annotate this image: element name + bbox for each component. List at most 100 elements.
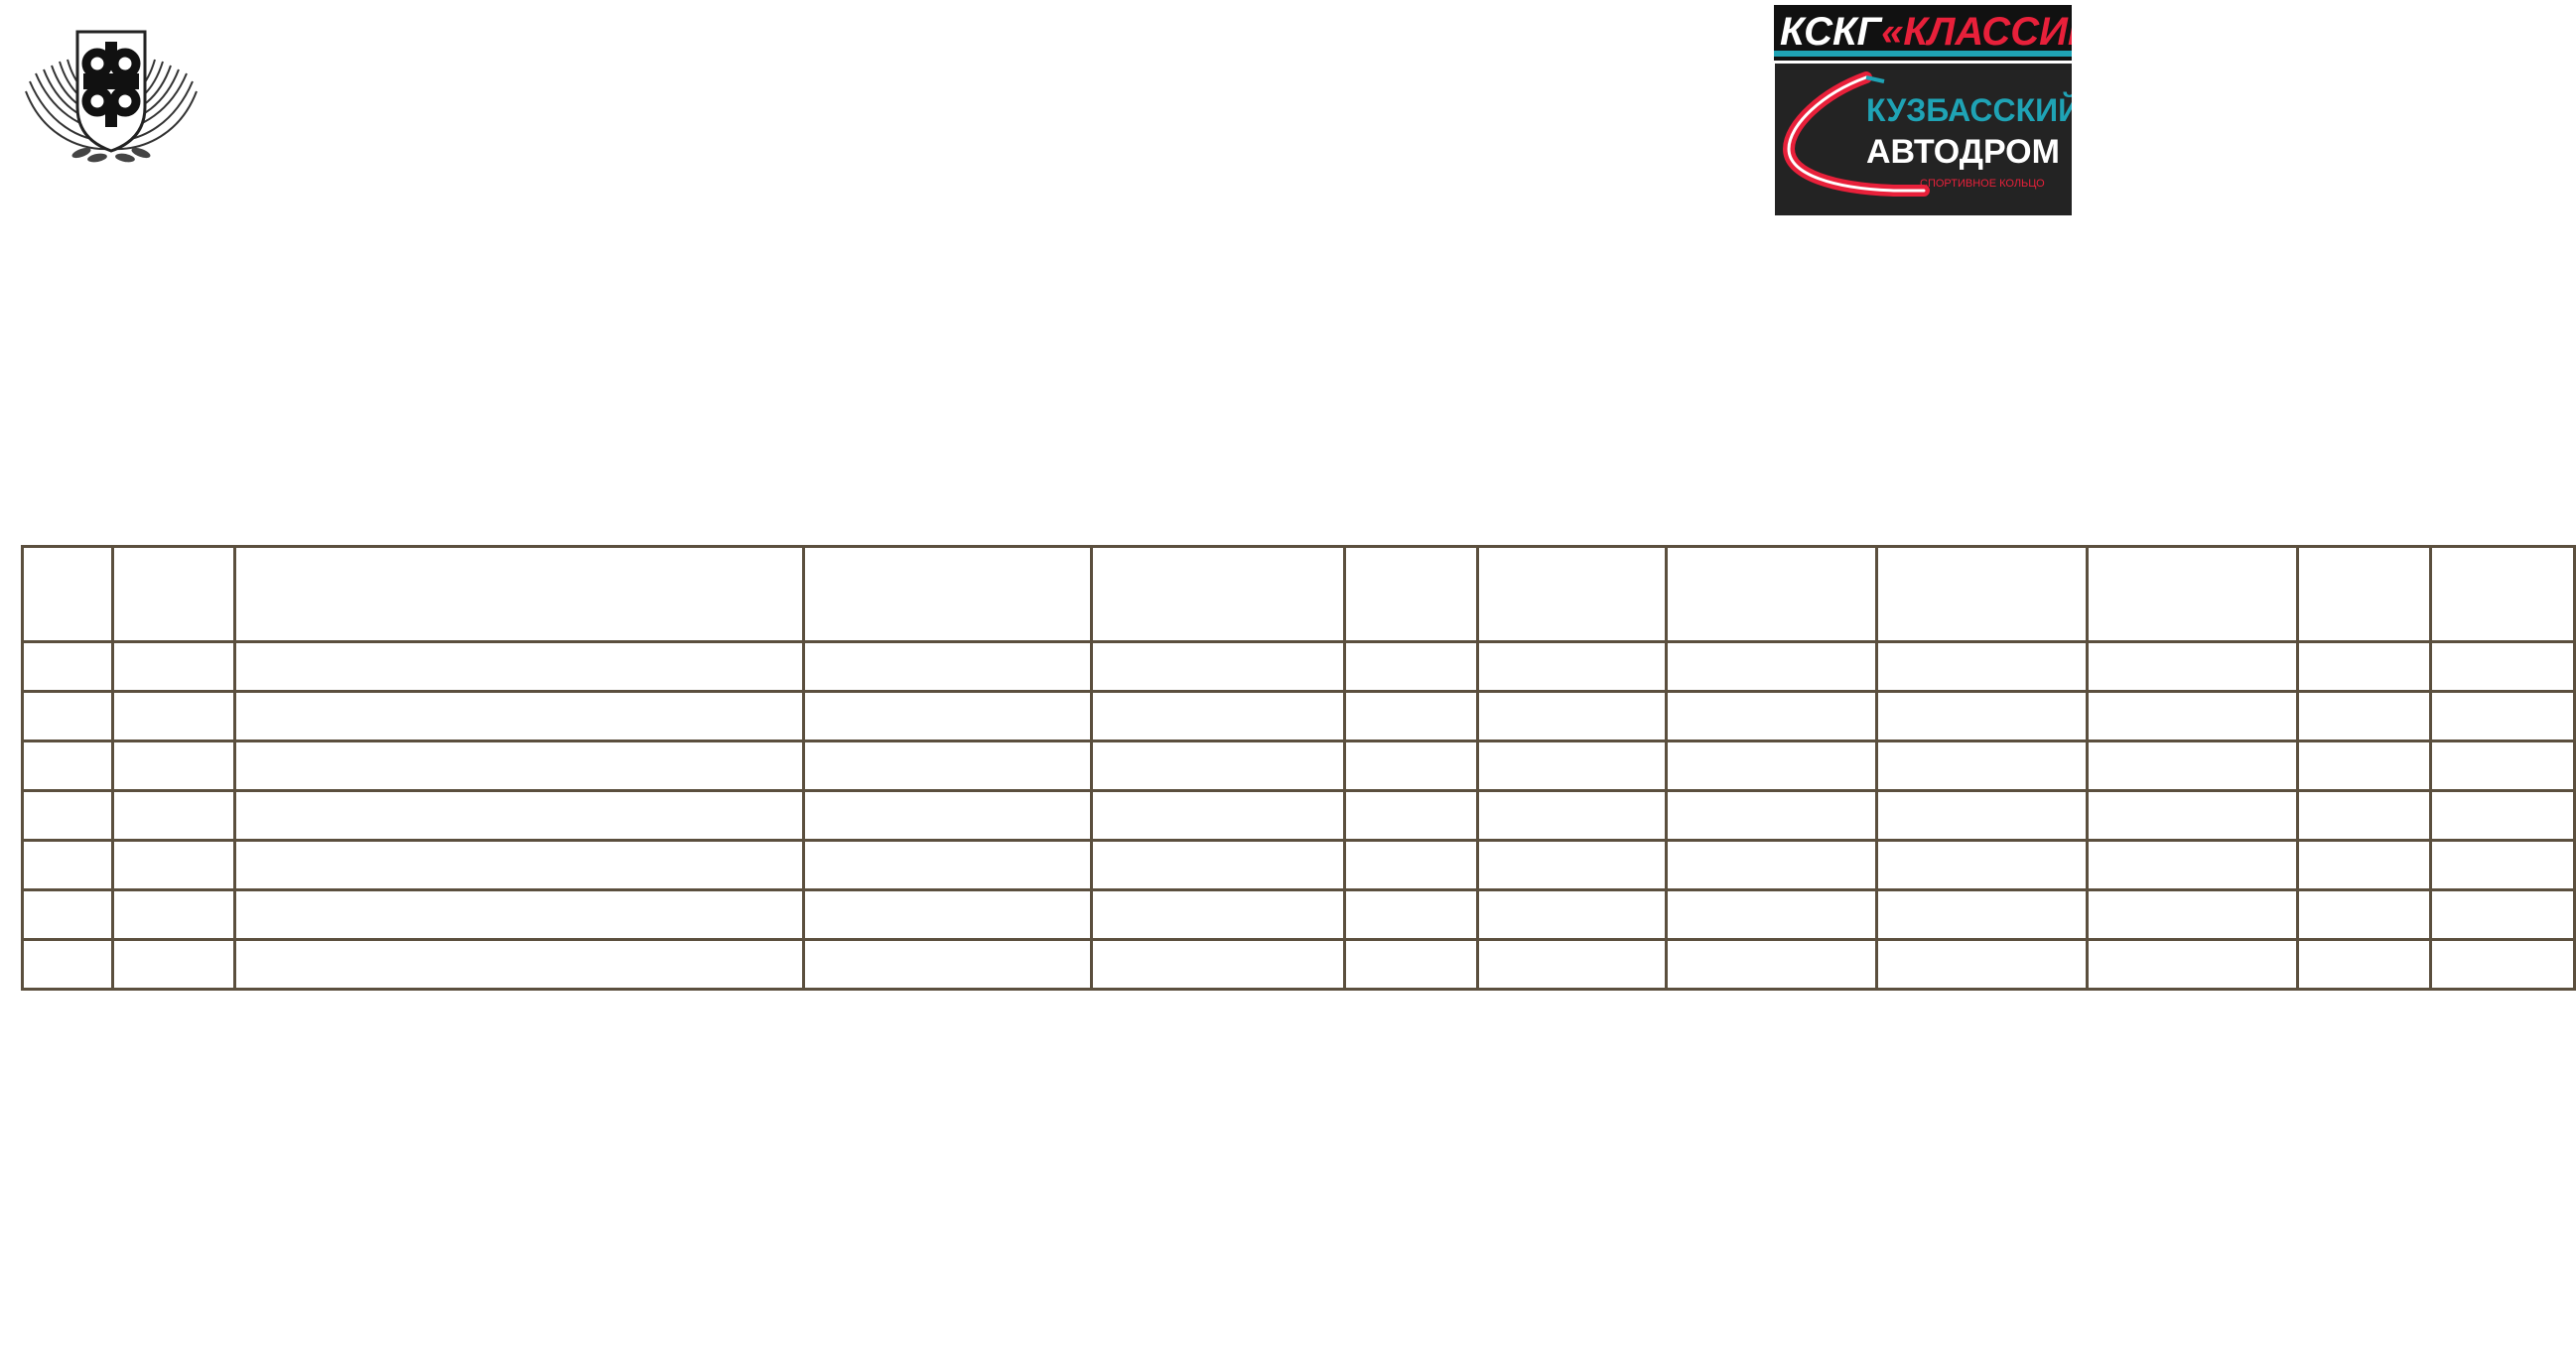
table-cell bbox=[2428, 938, 2576, 991]
table-row bbox=[21, 839, 2576, 891]
table-cell bbox=[2086, 839, 2299, 891]
table-cell bbox=[110, 640, 236, 693]
table-cell bbox=[1343, 888, 1480, 941]
table-header-cell bbox=[2086, 545, 2299, 643]
table-header-cell bbox=[801, 545, 1093, 643]
table-cell bbox=[1476, 640, 1669, 693]
table-cell bbox=[2428, 740, 2576, 792]
winged-emblem-logo bbox=[22, 12, 201, 167]
table-header-cell bbox=[2296, 545, 2432, 643]
table-cell bbox=[801, 888, 1093, 941]
table-cell bbox=[2086, 690, 2299, 742]
table-cell bbox=[1089, 740, 1347, 792]
table-cell bbox=[232, 888, 805, 941]
table-header-cell bbox=[2428, 545, 2576, 643]
table-cell bbox=[1665, 640, 1879, 693]
winged-emblem-icon bbox=[25, 30, 198, 163]
table-row bbox=[21, 938, 2576, 991]
results-table bbox=[21, 545, 2576, 991]
results-table-body bbox=[21, 545, 2576, 991]
table-cell bbox=[2086, 888, 2299, 941]
table-cell bbox=[1343, 740, 1480, 792]
table-cell bbox=[1476, 938, 1669, 991]
table-cell bbox=[21, 839, 114, 891]
table-cell bbox=[2086, 938, 2299, 991]
table-cell bbox=[21, 740, 114, 792]
table-cell bbox=[2086, 640, 2299, 693]
table-cell bbox=[1089, 938, 1347, 991]
table-cell bbox=[1875, 938, 2090, 991]
table-cell bbox=[232, 640, 805, 693]
table-cell bbox=[1875, 740, 2090, 792]
table-header-cell bbox=[232, 545, 805, 643]
table-header-cell bbox=[1089, 545, 1347, 643]
table-row bbox=[21, 789, 2576, 842]
table-cell bbox=[801, 938, 1093, 991]
table-header-cell bbox=[1343, 545, 1480, 643]
table-cell bbox=[2086, 740, 2299, 792]
table-cell bbox=[1089, 789, 1347, 842]
kuzbass-autodrom-logo: КУЗБАССКИЙ АВТОДРОМ СПОРТИВНОЕ КОЛЬЦО bbox=[1775, 64, 2072, 215]
table-cell bbox=[1665, 938, 1879, 991]
table-header-cell bbox=[21, 545, 114, 643]
table-cell bbox=[1476, 789, 1669, 842]
table-row bbox=[21, 740, 2576, 792]
table-row bbox=[21, 690, 2576, 742]
table-cell bbox=[110, 839, 236, 891]
table-cell bbox=[110, 789, 236, 842]
table-cell bbox=[232, 839, 805, 891]
table-cell bbox=[110, 938, 236, 991]
table-cell bbox=[801, 640, 1093, 693]
table-cell bbox=[1875, 690, 2090, 742]
table-cell bbox=[21, 690, 114, 742]
table-cell bbox=[1665, 789, 1879, 842]
autodrom-line2: АВТОДРОМ bbox=[1866, 133, 2060, 171]
table-cell bbox=[1343, 938, 1480, 991]
table-header-cell bbox=[110, 545, 236, 643]
table-header-cell bbox=[1476, 545, 1669, 643]
table-cell bbox=[1476, 888, 1669, 941]
table-cell bbox=[2296, 640, 2432, 693]
table-cell bbox=[2428, 690, 2576, 742]
kskg-logo-icon: КСКГ«КЛАССИКА» bbox=[1774, 5, 2072, 61]
table-cell bbox=[1476, 839, 1669, 891]
autodrom-line3: СПОРТИВНОЕ КОЛЬЦО bbox=[1920, 178, 2045, 190]
table-cell bbox=[1476, 740, 1669, 792]
table-cell bbox=[801, 839, 1093, 891]
table-cell bbox=[1089, 640, 1347, 693]
table-header-cell bbox=[1875, 545, 2090, 643]
table-cell bbox=[801, 789, 1093, 842]
table-cell bbox=[21, 789, 114, 842]
table-cell bbox=[1665, 888, 1879, 941]
table-cell bbox=[1875, 839, 2090, 891]
table-cell bbox=[232, 690, 805, 742]
table-cell bbox=[1343, 640, 1480, 693]
table-cell bbox=[21, 640, 114, 693]
table-row bbox=[21, 888, 2576, 941]
table-cell bbox=[1343, 839, 1480, 891]
table-cell bbox=[2428, 888, 2576, 941]
table-cell bbox=[232, 938, 805, 991]
table-cell bbox=[1875, 640, 2090, 693]
table-header-row bbox=[21, 545, 2576, 643]
table-cell bbox=[801, 690, 1093, 742]
table-header-cell bbox=[1665, 545, 1879, 643]
table-cell bbox=[21, 888, 114, 941]
table-cell bbox=[2296, 740, 2432, 792]
kskg-logo-text: КСКГ«КЛАССИКА» bbox=[1780, 10, 2072, 54]
table-cell bbox=[21, 938, 114, 991]
table-cell bbox=[1089, 690, 1347, 742]
table-cell bbox=[1476, 690, 1669, 742]
table-cell bbox=[2428, 789, 2576, 842]
table-row bbox=[21, 640, 2576, 693]
table-cell bbox=[1875, 888, 2090, 941]
table-cell bbox=[2086, 789, 2299, 842]
table-cell bbox=[1343, 789, 1480, 842]
autodrom-line1: КУЗБАССКИЙ bbox=[1866, 92, 2072, 128]
table-cell bbox=[110, 690, 236, 742]
table-cell bbox=[1665, 740, 1879, 792]
table-cell bbox=[1665, 839, 1879, 891]
table-cell bbox=[232, 740, 805, 792]
table-cell bbox=[801, 740, 1093, 792]
table-cell bbox=[1089, 839, 1347, 891]
